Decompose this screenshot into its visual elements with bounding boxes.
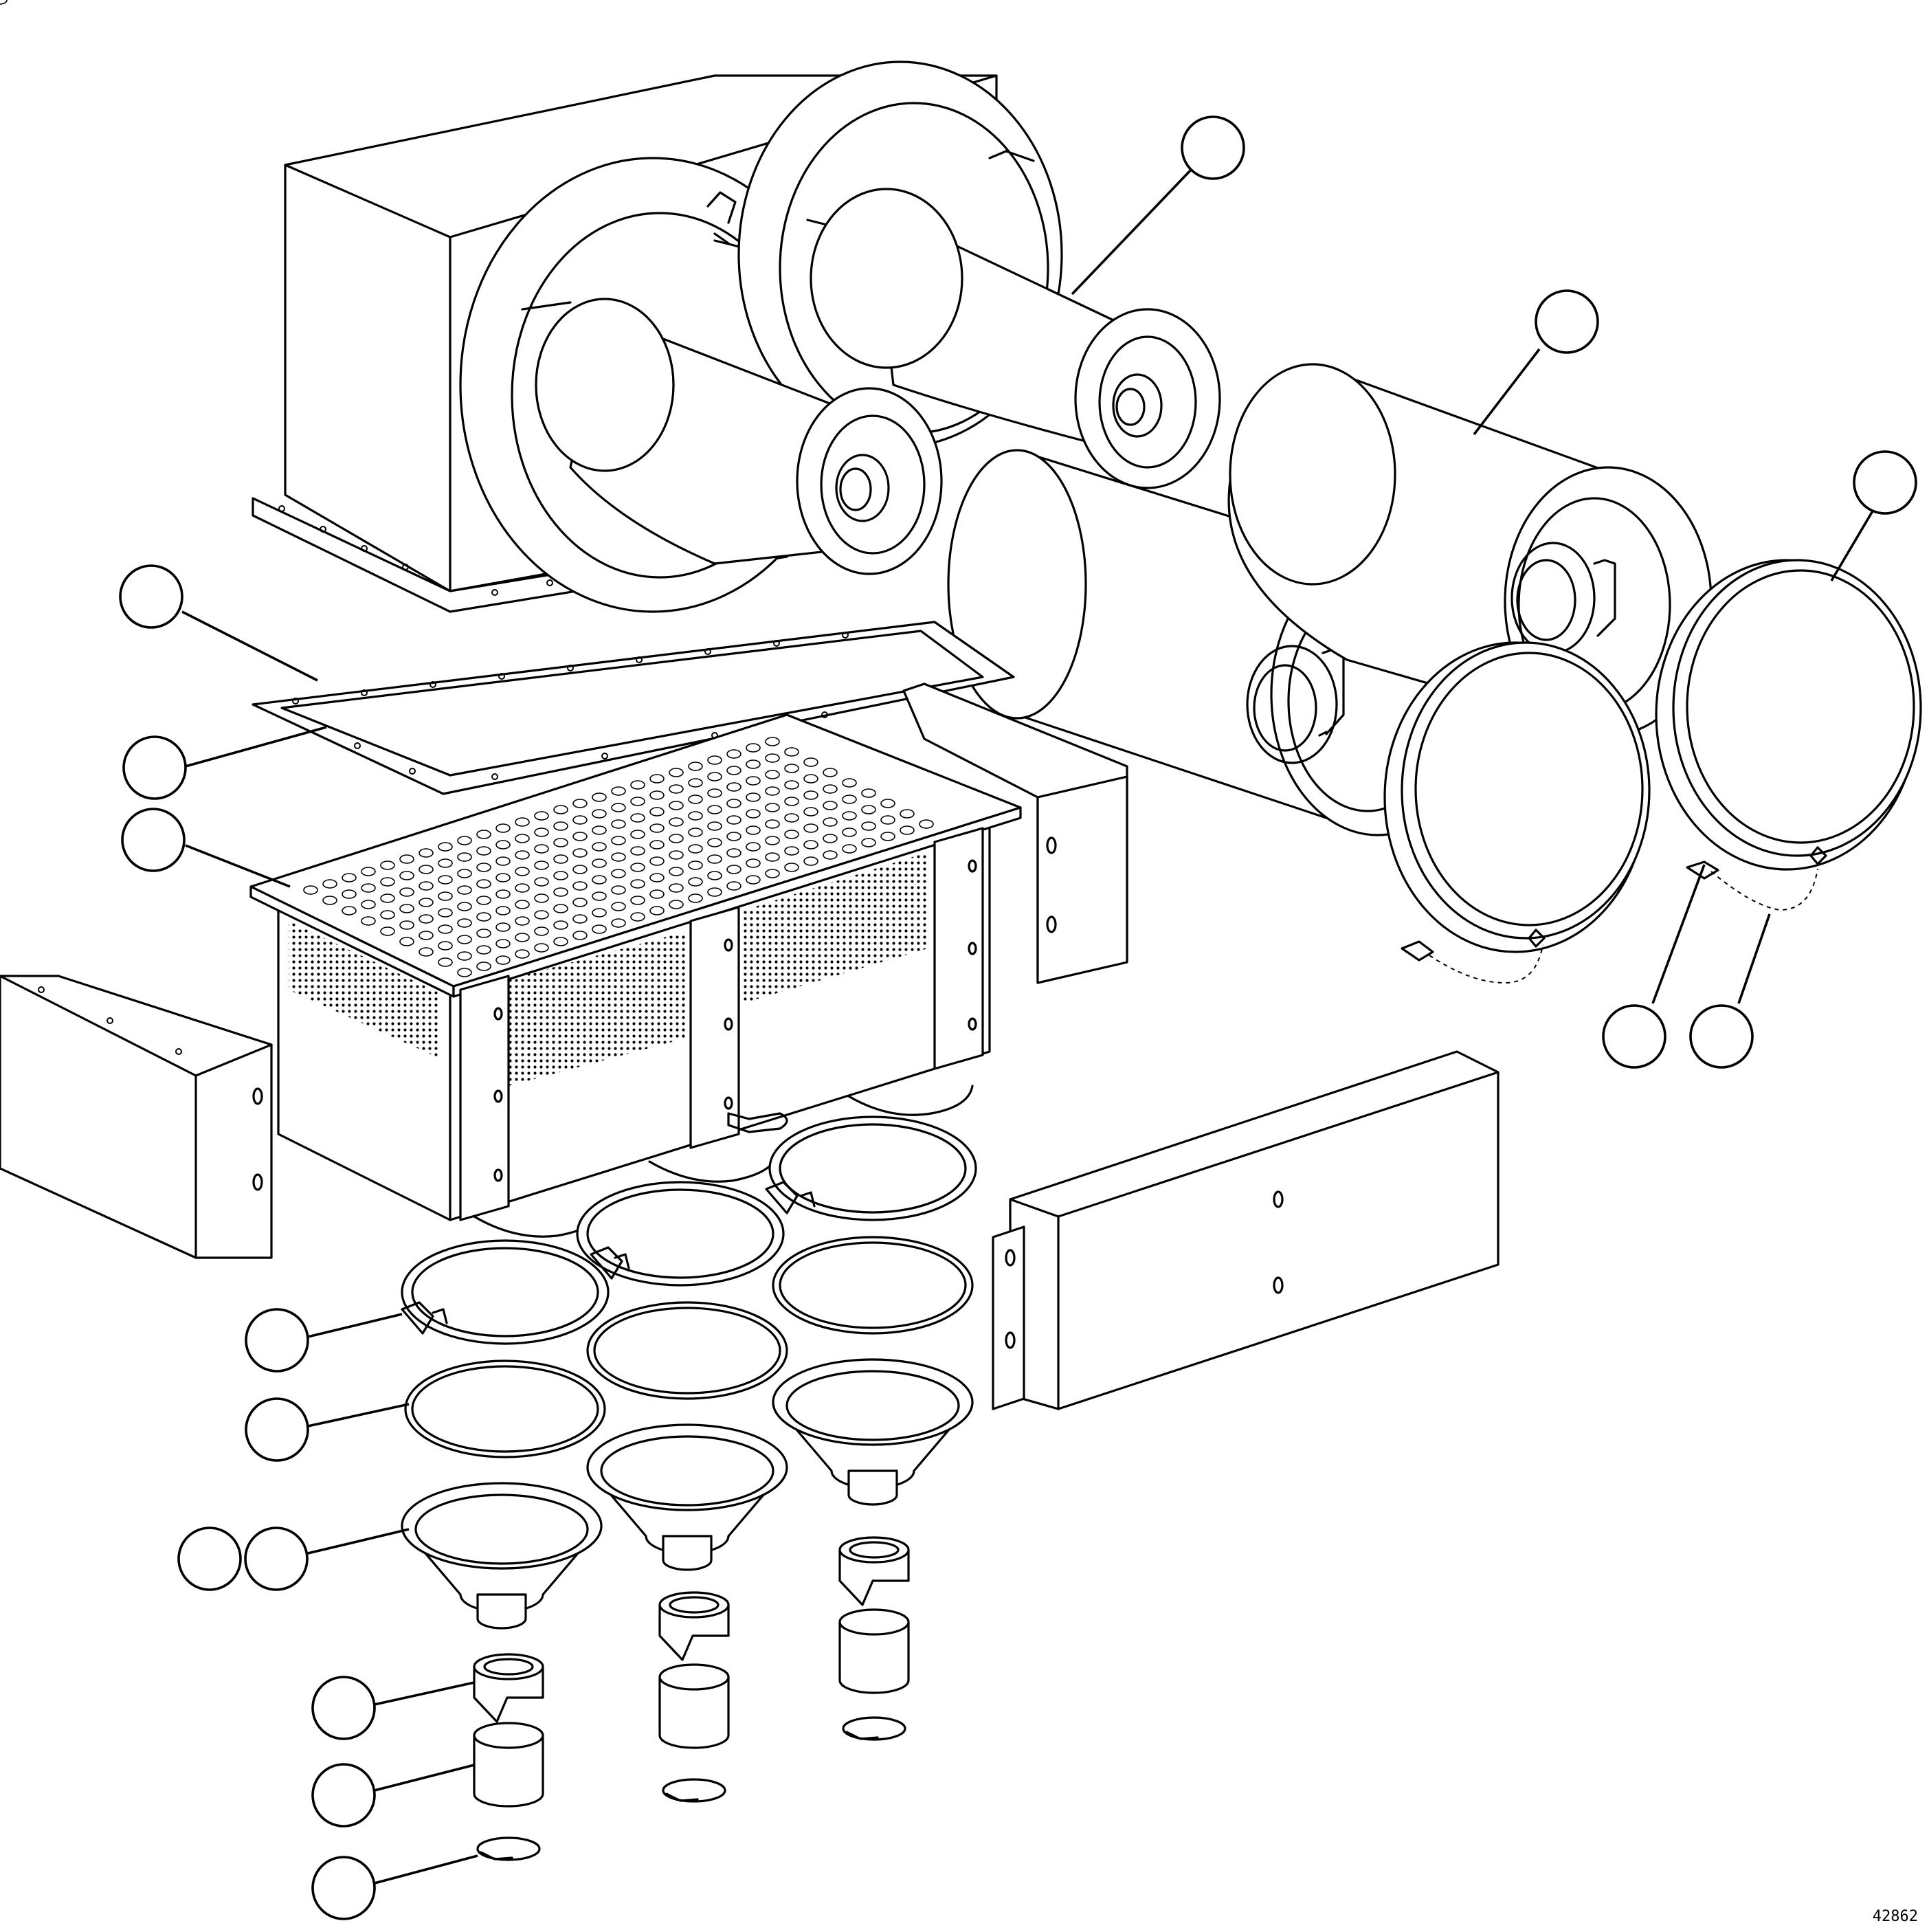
dust-funnels [401,1358,974,1630]
callout-leaders [181,167,1877,1885]
callout-cover-chain [1602,1004,1666,1069]
end-cover-right [1655,559,1922,911]
installed-filter-right [810,188,1221,489]
installed-filter-left [535,298,943,575]
callout-gasket-upper [119,564,183,629]
bracket-right-upper [902,682,1128,984]
hose-sleeves [473,1608,910,1808]
callout-dust-funnel-b [244,1526,309,1591]
callout-perforated-plate [121,808,186,872]
bracket-left [0,975,273,1259]
support-rails [459,827,984,1221]
callout-end-cover [1853,450,1917,515]
end-cover-left [1383,641,1651,984]
callout-filter-element-front [1535,289,1599,354]
hose-clamps [476,1716,906,1861]
figure-number: 42862 [1872,1908,1918,1925]
sealing-rings [404,1236,974,1458]
callout-hose-clamp [311,1856,376,1920]
callout-dust-funnel-a [177,1526,242,1591]
callout-balloons [119,115,1917,1920]
callout-cover-chain-link [1689,1004,1754,1069]
perforated-plate-assembly [0,0,1022,1238]
callout-sealing-ring [245,1397,309,1462]
callout-dust-valve [311,1676,376,1740]
bracket-right-lower [992,1050,1499,1410]
callout-hose-sleeve [311,1763,376,1828]
callout-band-clamp [245,1308,309,1373]
callout-gasket-lower [122,735,187,800]
clamp-rings [401,1115,977,1345]
gasket [252,621,1015,795]
dust-valves [473,1536,910,1723]
callout-filter-element-rear [1181,115,1245,180]
perforation-holes [0,0,934,977]
